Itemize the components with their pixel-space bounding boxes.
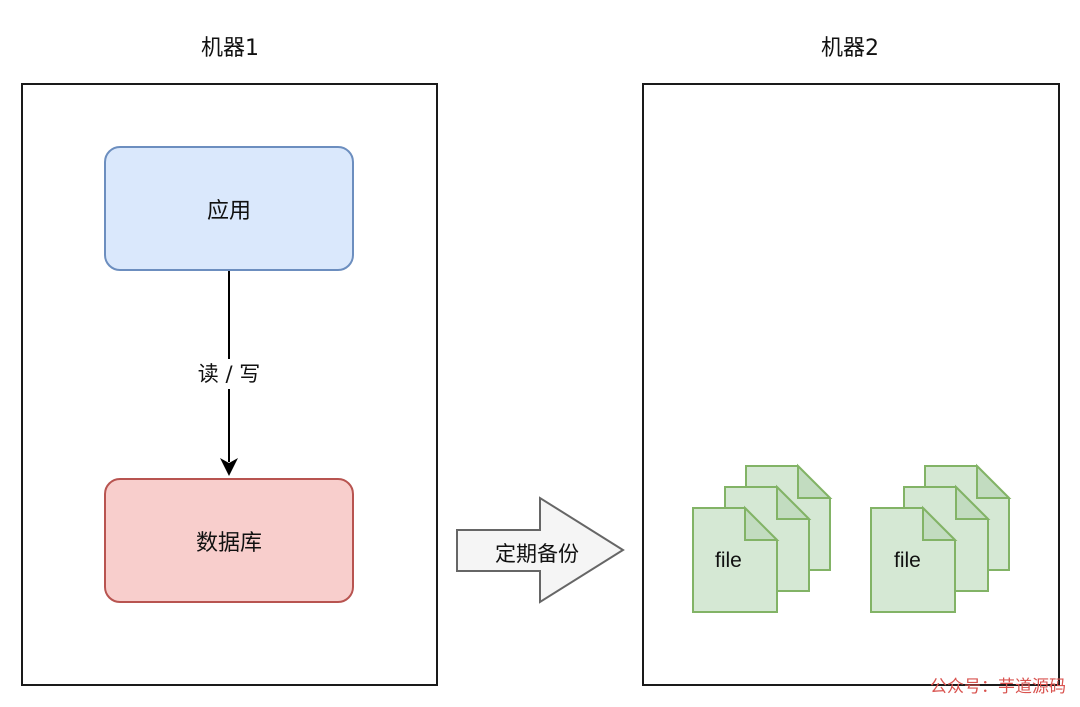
machine-1-title: 机器1 (201, 36, 259, 61)
backup-arrow (456, 496, 625, 604)
file-icon (692, 505, 780, 613)
machine-2-title: 机器2 (821, 36, 879, 61)
read-write-arrowhead (220, 458, 238, 476)
backup-label: 定期备份 (495, 542, 579, 566)
file-stack-2 (870, 463, 1012, 613)
read-write-label: 读 / 写 (189, 359, 269, 389)
file-icon (870, 505, 958, 613)
database-node-label: 数据库 (195, 530, 262, 556)
database-node: 数据库 (104, 478, 354, 603)
app-node-label: 应用 (206, 198, 251, 224)
file-label-2: file (894, 549, 921, 572)
watermark-text: 公众号：芋道源码 (930, 677, 1066, 697)
file-stack-1 (692, 463, 833, 613)
app-node: 应用 (104, 146, 354, 271)
file-label-1: file (715, 549, 742, 572)
